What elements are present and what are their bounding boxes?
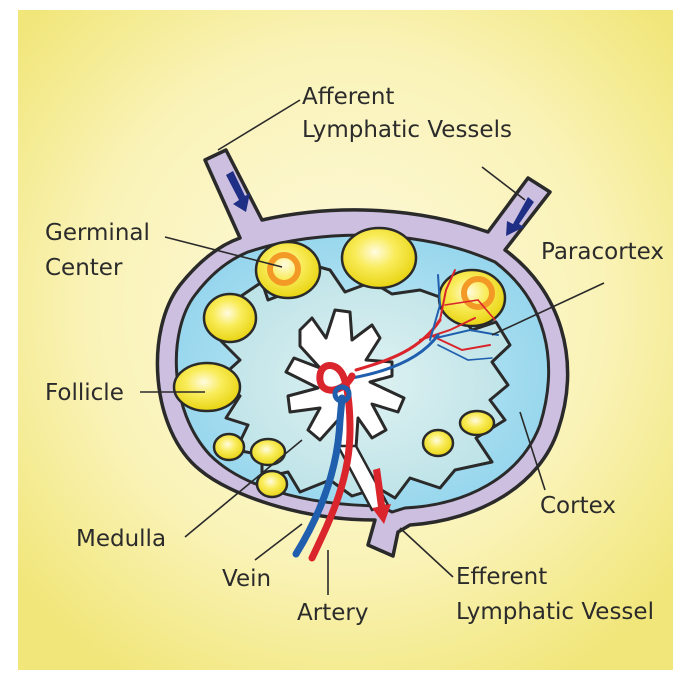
label-germinal-line1: Germinal xyxy=(45,220,150,246)
lymph-node-diagram: Afferent Lymphatic Vessels Germinal Cent… xyxy=(18,10,673,670)
diagram-panel: Afferent Lymphatic Vessels Germinal Cent… xyxy=(18,10,673,670)
label-afferent-line2: Lymphatic Vessels xyxy=(302,117,512,143)
label-artery: Artery xyxy=(297,600,368,626)
label-afferent-line1: Afferent xyxy=(302,84,394,110)
label-cortex: Cortex xyxy=(540,493,616,519)
follicle-lower-left-3 xyxy=(257,471,287,497)
follicle-upper-left xyxy=(204,294,256,342)
label-medulla: Medulla xyxy=(76,526,166,552)
follicle-lower-right-1 xyxy=(423,430,453,456)
follicle-lower-left-1 xyxy=(214,434,244,460)
label-paracortex: Paracortex xyxy=(541,239,664,265)
label-follicle: Follicle xyxy=(45,380,124,406)
follicle-germinal-left xyxy=(256,242,320,298)
follicle-top xyxy=(342,228,416,288)
label-germinal-line2: Center xyxy=(45,255,123,281)
follicle-main xyxy=(174,363,240,411)
label-vein: Vein xyxy=(222,566,271,592)
label-efferent-line2: Lymphatic Vessel xyxy=(456,599,654,625)
follicle-lower-right-2 xyxy=(460,411,494,435)
label-efferent-line1: Efferent xyxy=(456,564,547,590)
follicle-lower-left-2 xyxy=(251,439,285,465)
